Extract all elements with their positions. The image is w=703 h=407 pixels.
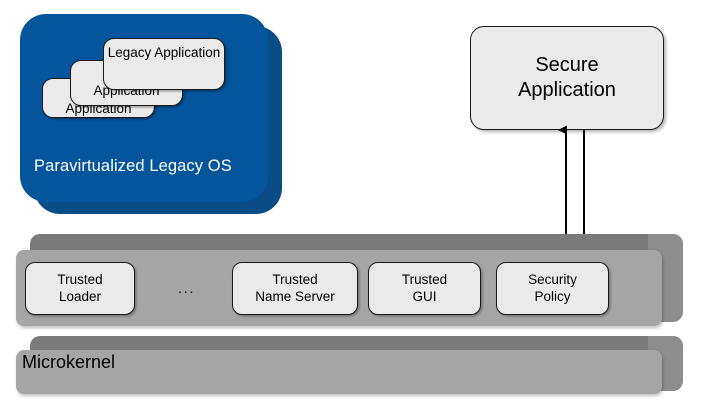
microkernel-label: Microkernel bbox=[22, 352, 116, 372]
service-label-security-policy: Security Policy bbox=[528, 272, 577, 304]
legacy-application-window-3[interactable]: Legacy Application bbox=[103, 38, 225, 90]
secure-application-label: Secure Application bbox=[518, 54, 616, 101]
service-box-trusted-loader[interactable]: Trusted Loader bbox=[25, 262, 135, 315]
service-label-trusted-gui: Trusted GUI bbox=[401, 272, 448, 304]
legacy-os-label: Paravirtualized Legacy OS bbox=[34, 157, 232, 175]
service-box-trusted-name-server[interactable]: Trusted Name Server bbox=[232, 262, 358, 315]
services-ellipsis: ... bbox=[178, 280, 196, 297]
service-label-trusted-loader: Trusted Loader bbox=[57, 272, 103, 304]
service-label-trusted-name-server: Trusted Name Server bbox=[255, 272, 335, 304]
microkernel-front-face bbox=[16, 350, 662, 394]
service-box-security-policy[interactable]: Security Policy bbox=[496, 262, 609, 315]
microkernel-slab bbox=[8, 336, 683, 398]
secure-application-box[interactable]: Secure Application bbox=[470, 26, 664, 130]
service-box-trusted-gui[interactable]: Trusted GUI bbox=[368, 262, 481, 315]
